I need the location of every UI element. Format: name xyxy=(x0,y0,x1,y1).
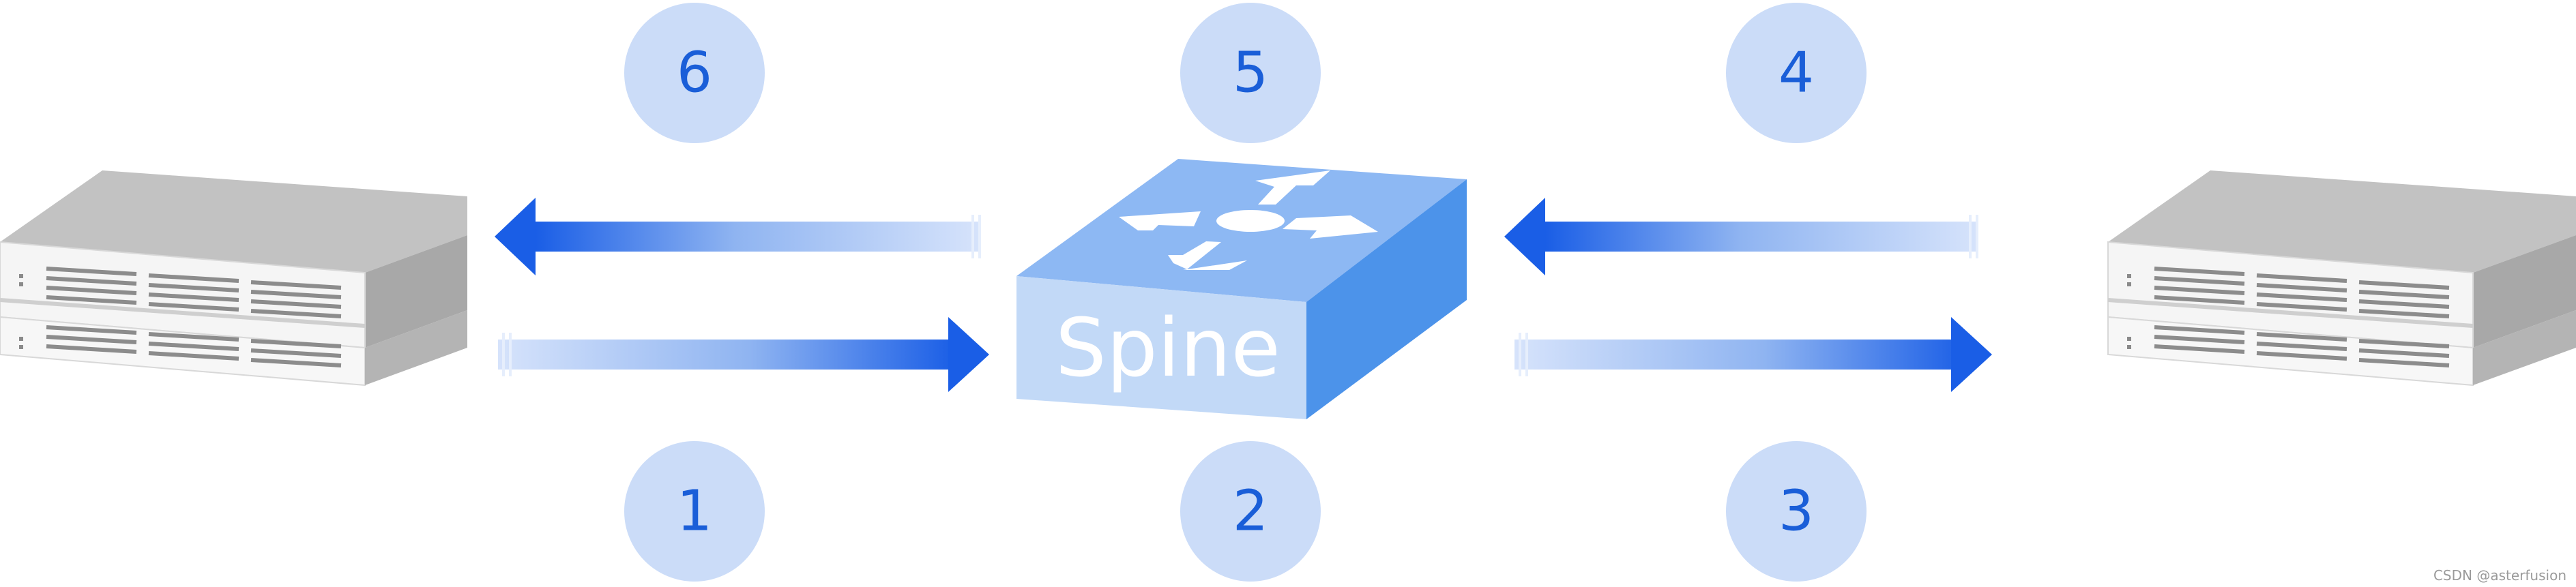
left-server-stack-icon xyxy=(0,170,467,387)
step-4-badge: 4 xyxy=(1726,3,1867,143)
arrow-step-3 xyxy=(1514,317,1992,392)
step-3-number: 3 xyxy=(1779,479,1814,544)
step-1-number: 1 xyxy=(677,479,712,544)
switch-arrows-icon xyxy=(1119,170,1378,270)
step-2-badge: 2 xyxy=(1180,441,1321,582)
step-5-badge: 5 xyxy=(1180,3,1321,143)
step-5-number: 5 xyxy=(1233,41,1268,106)
arrow-step-1 xyxy=(498,317,989,392)
step-3-badge: 3 xyxy=(1726,441,1867,582)
step-6-number: 6 xyxy=(677,41,712,106)
spine-label: Spine xyxy=(1055,301,1280,395)
step-1-badge: 1 xyxy=(624,441,765,582)
spine-switch-icon: Spine xyxy=(1016,159,1467,419)
arrow-step-4 xyxy=(1504,198,1978,275)
step-6-badge: 6 xyxy=(624,3,765,143)
right-server-stack-icon xyxy=(2107,170,2576,387)
step-4-number: 4 xyxy=(1779,41,1814,106)
step-2-number: 2 xyxy=(1233,479,1268,544)
watermark: CSDN @asterfusion xyxy=(2433,567,2566,584)
arrow-step-6 xyxy=(495,198,981,275)
